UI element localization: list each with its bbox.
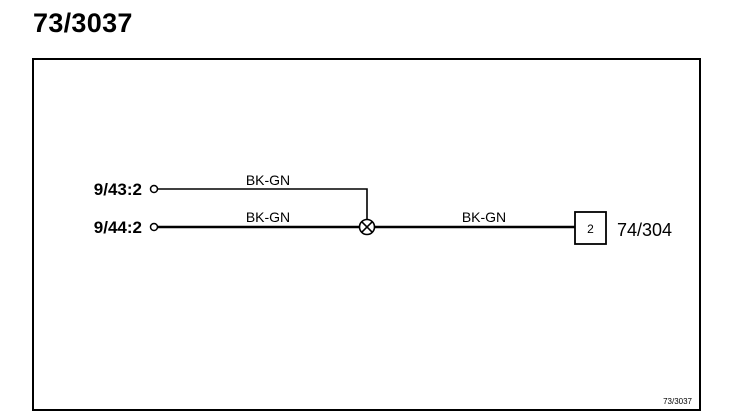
diagram-frame	[32, 58, 701, 411]
wire-label-upper: BK-GN	[246, 172, 290, 188]
connector-pin-box	[574, 211, 607, 245]
terminal-label-9-44-2: 9/44:2	[94, 218, 142, 237]
connector-label: 74/304	[617, 220, 672, 240]
page-title: 73/3037	[33, 8, 133, 38]
terminal-circle-9-44-2	[149, 222, 159, 232]
wire-upper	[158, 188, 368, 221]
terminal-label-9-43-2: 9/43:2	[94, 180, 142, 199]
wire-label-lower: BK-GN	[246, 209, 290, 225]
splice-junction-icon	[358, 218, 376, 236]
wire-label-output: BK-GN	[462, 209, 506, 225]
terminal-circle-9-43-2	[149, 184, 159, 194]
footer-reference: 73/3037	[663, 397, 692, 406]
connector-pin-number: 2	[587, 222, 594, 236]
